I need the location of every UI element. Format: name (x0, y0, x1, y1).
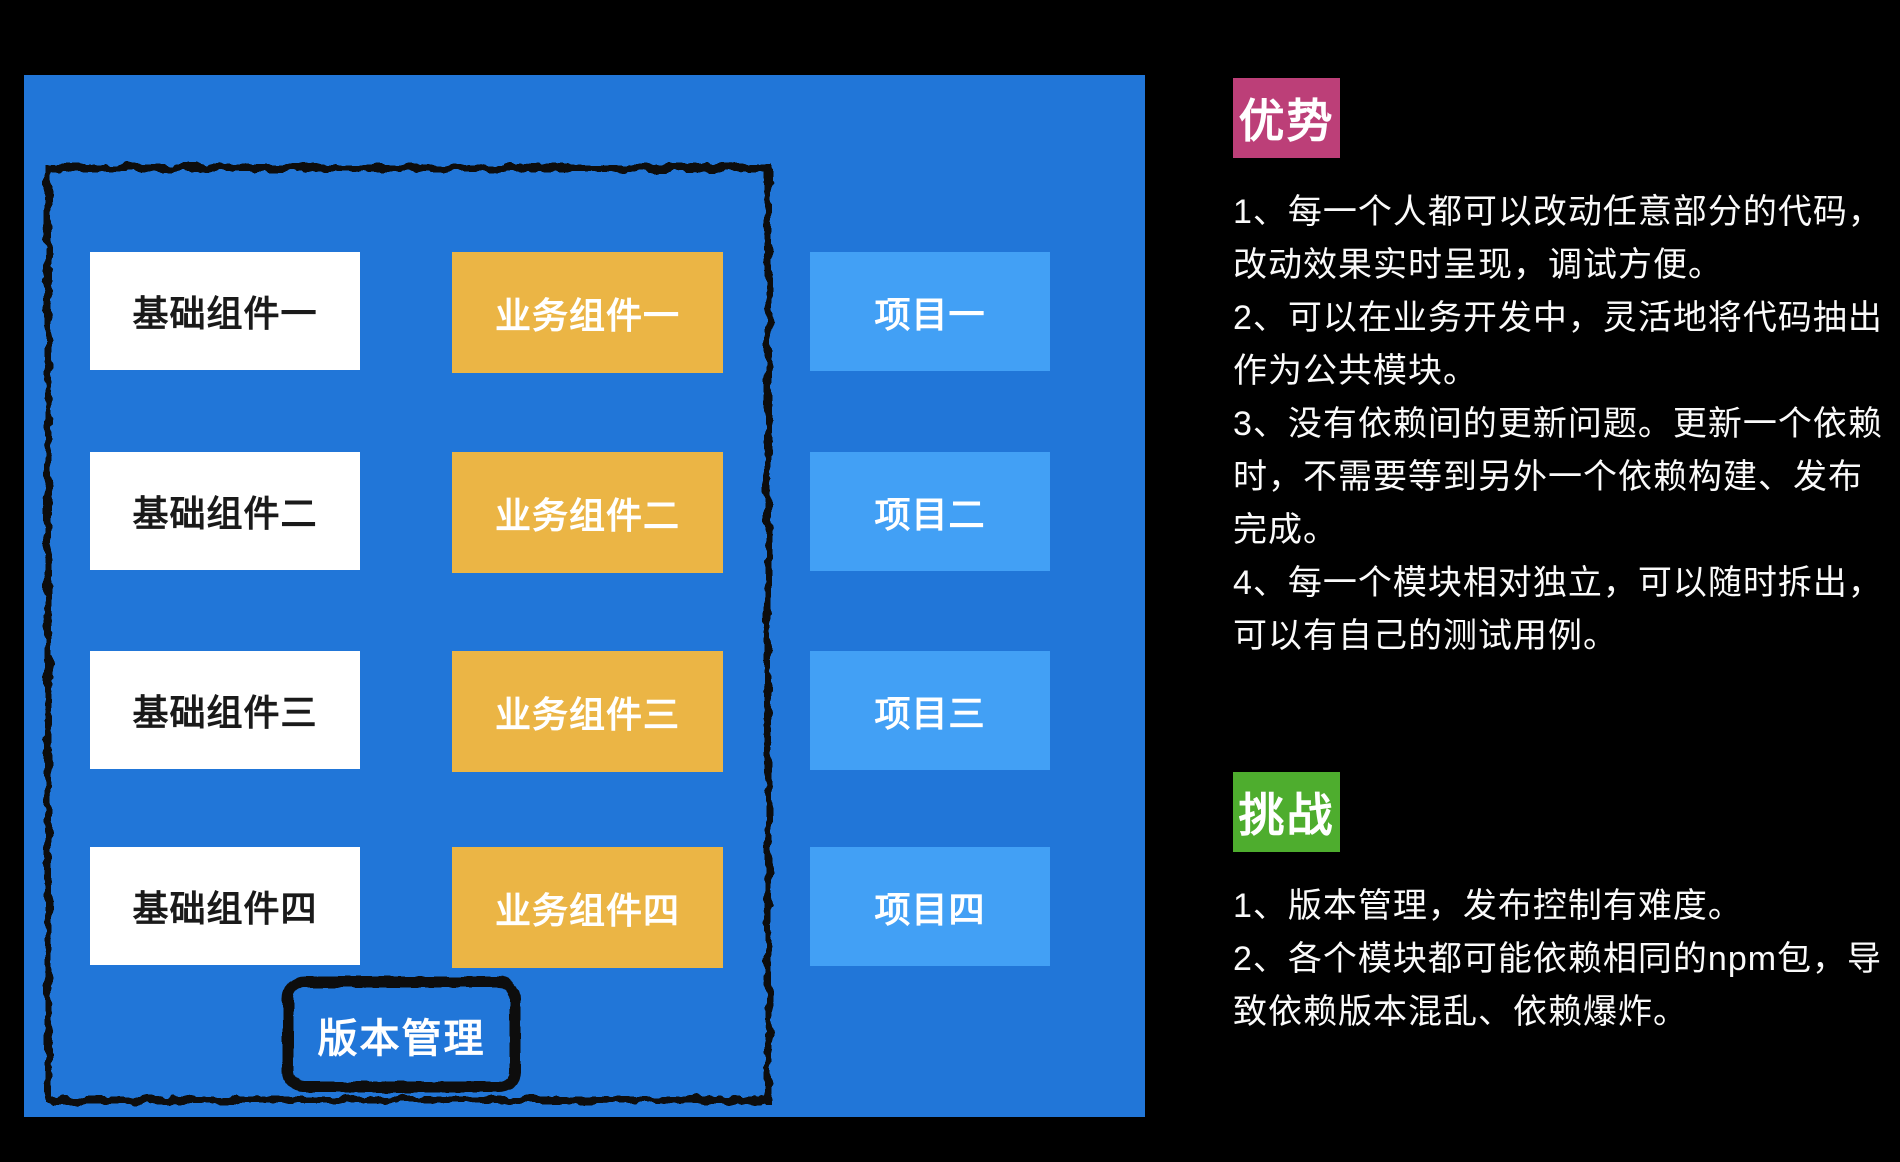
text-line: 3、没有依赖间的更新问题。更新一个依赖 (1233, 405, 1883, 443)
diagram-panel: 基础组件一 基础组件二 基础组件三 基础组件四 业务组件一 业务组件二 业务组件… (24, 75, 1145, 1117)
business-component-box: 业务组件一 (452, 252, 723, 373)
challenges-text: 1、版本管理，发布控制有难度。 2、各个模块都可能依赖相同的npm包，导 致依赖… (1233, 880, 1882, 1039)
version-management-box: 版本管理 (317, 1016, 486, 1061)
business-component-box: 业务组件三 (452, 651, 723, 772)
project-box: 项目三 (810, 651, 1050, 770)
project-box: 项目二 (810, 452, 1050, 571)
base-component-box: 基础组件二 (90, 452, 360, 570)
text-line: 致依赖版本混乱、依赖爆炸。 (1233, 993, 1688, 1031)
challenges-badge: 挑战 (1233, 772, 1340, 852)
text-line: 2、各个模块都可能依赖相同的npm包，导 (1233, 940, 1883, 978)
project-box: 项目一 (810, 252, 1050, 371)
text-line: 可以有自己的测试用例。 (1233, 617, 1618, 655)
advantages-badge: 优势 (1233, 78, 1340, 158)
text-line: 作为公共模块。 (1233, 352, 1478, 390)
business-component-box: 业务组件四 (452, 847, 723, 968)
text-line: 1、版本管理，发布控制有难度。 (1233, 887, 1743, 925)
text-line: 完成。 (1233, 511, 1338, 549)
advantages-text: 1、每一个人都可以改动任意部分的代码， 改动效果实时呈现，调试方便。 2、可以在… (1233, 186, 1883, 663)
advantages-section: 优势 1、每一个人都可以改动任意部分的代码， 改动效果实时呈现，调试方便。 2、… (1233, 78, 1883, 663)
base-component-box: 基础组件四 (90, 847, 360, 965)
challenges-section: 挑战 1、版本管理，发布控制有难度。 2、各个模块都可能依赖相同的npm包，导 … (1233, 772, 1882, 1039)
base-component-box: 基础组件一 (90, 252, 360, 370)
text-line: 1、每一个人都可以改动任意部分的代码， (1233, 193, 1883, 231)
text-line: 时，不需要等到另外一个依赖构建、发布 (1233, 458, 1863, 496)
business-component-box: 业务组件二 (452, 452, 723, 573)
base-component-box: 基础组件三 (90, 651, 360, 769)
text-line: 2、可以在业务开发中，灵活地将代码抽出 (1233, 299, 1883, 337)
text-line: 改动效果实时呈现，调试方便。 (1233, 246, 1723, 284)
text-line: 4、每一个模块相对独立，可以随时拆出， (1233, 564, 1883, 602)
project-box: 项目四 (810, 847, 1050, 966)
